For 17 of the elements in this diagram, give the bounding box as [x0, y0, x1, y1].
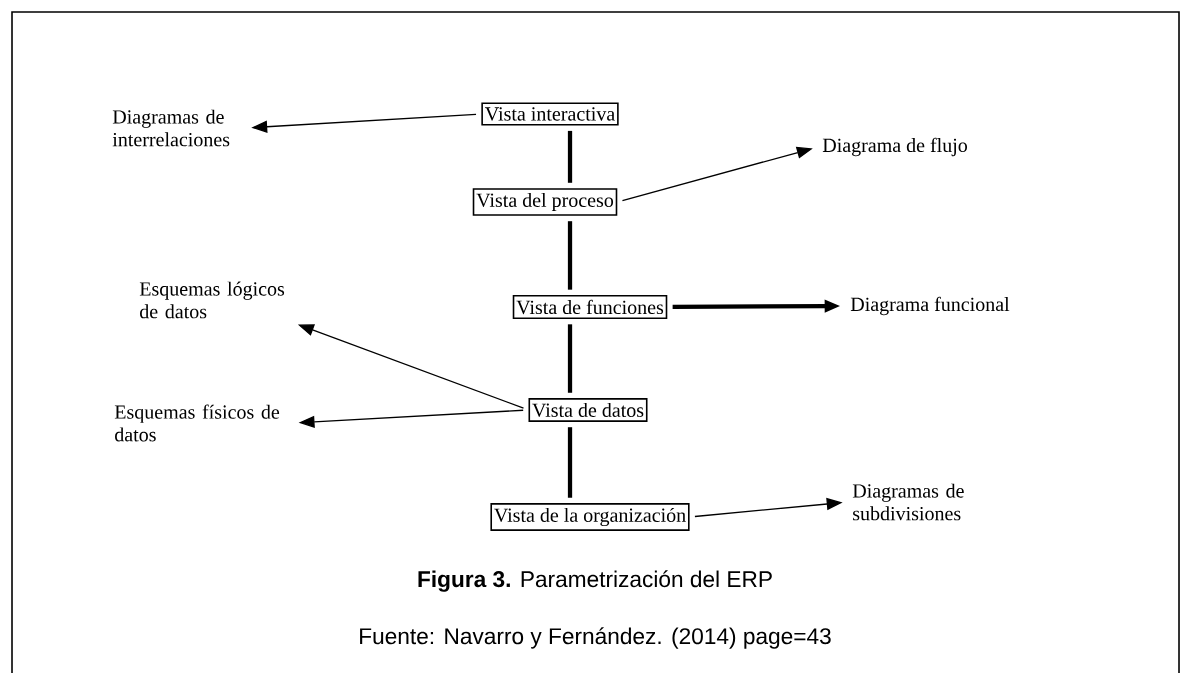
process-box: Vista interactiva [481, 102, 619, 126]
connector-line [567, 324, 573, 393]
text-label: Esquemas físicos de datos [114, 404, 280, 442]
process-box: Vista de datos [528, 398, 648, 422]
text-label: Diagramas de interrelaciones [112, 109, 230, 147]
text-label: Diagrama de flujo [822, 137, 968, 157]
text-label: Diagramas de subdivisiones [852, 483, 964, 521]
process-box: Vista de funciones [512, 295, 668, 319]
text-label: Diagrama funcional [850, 296, 1010, 316]
process-box: Vista de la organización [490, 503, 690, 531]
process-box: Vista del proceso [472, 188, 618, 216]
connector-line [567, 130, 573, 183]
text-label: Esquemas lógicos de datos [139, 281, 285, 319]
caption: Figura 3. Parametrización del ERP [418, 570, 772, 592]
connector-line [567, 427, 573, 498]
source-note: Fuente: Navarro y Fernández. (2014) page=43 [360, 627, 831, 649]
connector-line [567, 221, 573, 290]
